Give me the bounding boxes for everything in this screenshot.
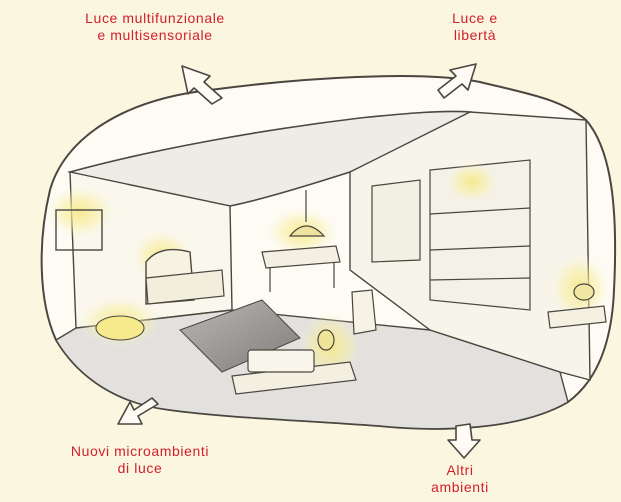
label-line: ambienti (431, 479, 489, 495)
label-altri-ambienti: Altri ambienti (420, 462, 500, 496)
arrow-top-left-icon (181, 65, 223, 105)
label-line: Luce e (452, 10, 498, 26)
label-line: e multisensoriale (97, 27, 213, 43)
label-line: Altri (446, 462, 474, 478)
label-nuovi-microambienti: Nuovi microambienti di luce (40, 443, 240, 477)
label-luce-multifunzionale: Luce multifunzionale e multisensoriale (50, 10, 260, 44)
label-line: Nuovi microambienti (70, 443, 210, 459)
arrow-bottom-down-icon (447, 423, 481, 459)
label-line: libertà (453, 27, 497, 43)
label-line: Luce multifunzionale (85, 10, 225, 26)
label-line: di luce (117, 460, 163, 476)
arrow-bottom-left-icon (117, 397, 159, 425)
arrow-top-right-icon (437, 63, 477, 99)
label-luce-e-liberta: Luce e libertà (420, 10, 530, 44)
rug (179, 299, 301, 373)
